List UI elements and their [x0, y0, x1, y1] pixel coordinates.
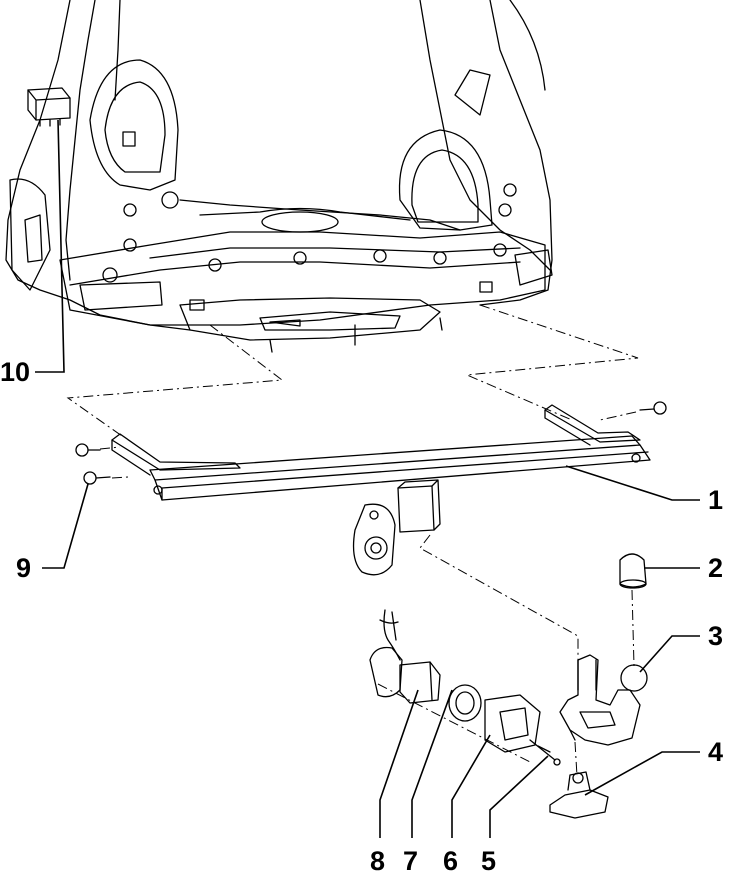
- callout-6: 6: [443, 846, 459, 876]
- leader-1: [565, 465, 700, 501]
- socket-assembly-parts-5-8: [369, 609, 561, 766]
- bolts-part-9: [75, 401, 667, 485]
- leader-9: [42, 483, 89, 569]
- leader-10: [35, 119, 65, 373]
- leader-7: [411, 689, 453, 838]
- callout-7: 7: [403, 846, 419, 876]
- cap-part-2: [619, 553, 647, 589]
- callout-10: 10: [0, 357, 31, 387]
- leader-4: [584, 751, 700, 796]
- callout-8: 8: [370, 846, 386, 876]
- vehicle-rear-body: [5, 0, 553, 353]
- control-module-part-10: [27, 87, 71, 127]
- leader-6: [451, 734, 491, 838]
- callout-5: 5: [481, 846, 497, 876]
- callout-4: 4: [708, 737, 724, 767]
- leader-8: [379, 689, 419, 838]
- callout-9: 9: [16, 553, 32, 583]
- leader-5: [489, 755, 549, 838]
- hitch-crossbeam-part-1: [111, 404, 651, 576]
- lock-part-4: [549, 771, 609, 819]
- leader-3: [639, 635, 700, 673]
- callout-2: 2: [708, 553, 724, 583]
- callout-3: 3: [708, 621, 724, 651]
- ball-neck-part-3: [559, 654, 648, 746]
- callout-1: 1: [708, 485, 724, 515]
- assembly-lines: [66, 304, 639, 777]
- leader-lines: [35, 119, 700, 838]
